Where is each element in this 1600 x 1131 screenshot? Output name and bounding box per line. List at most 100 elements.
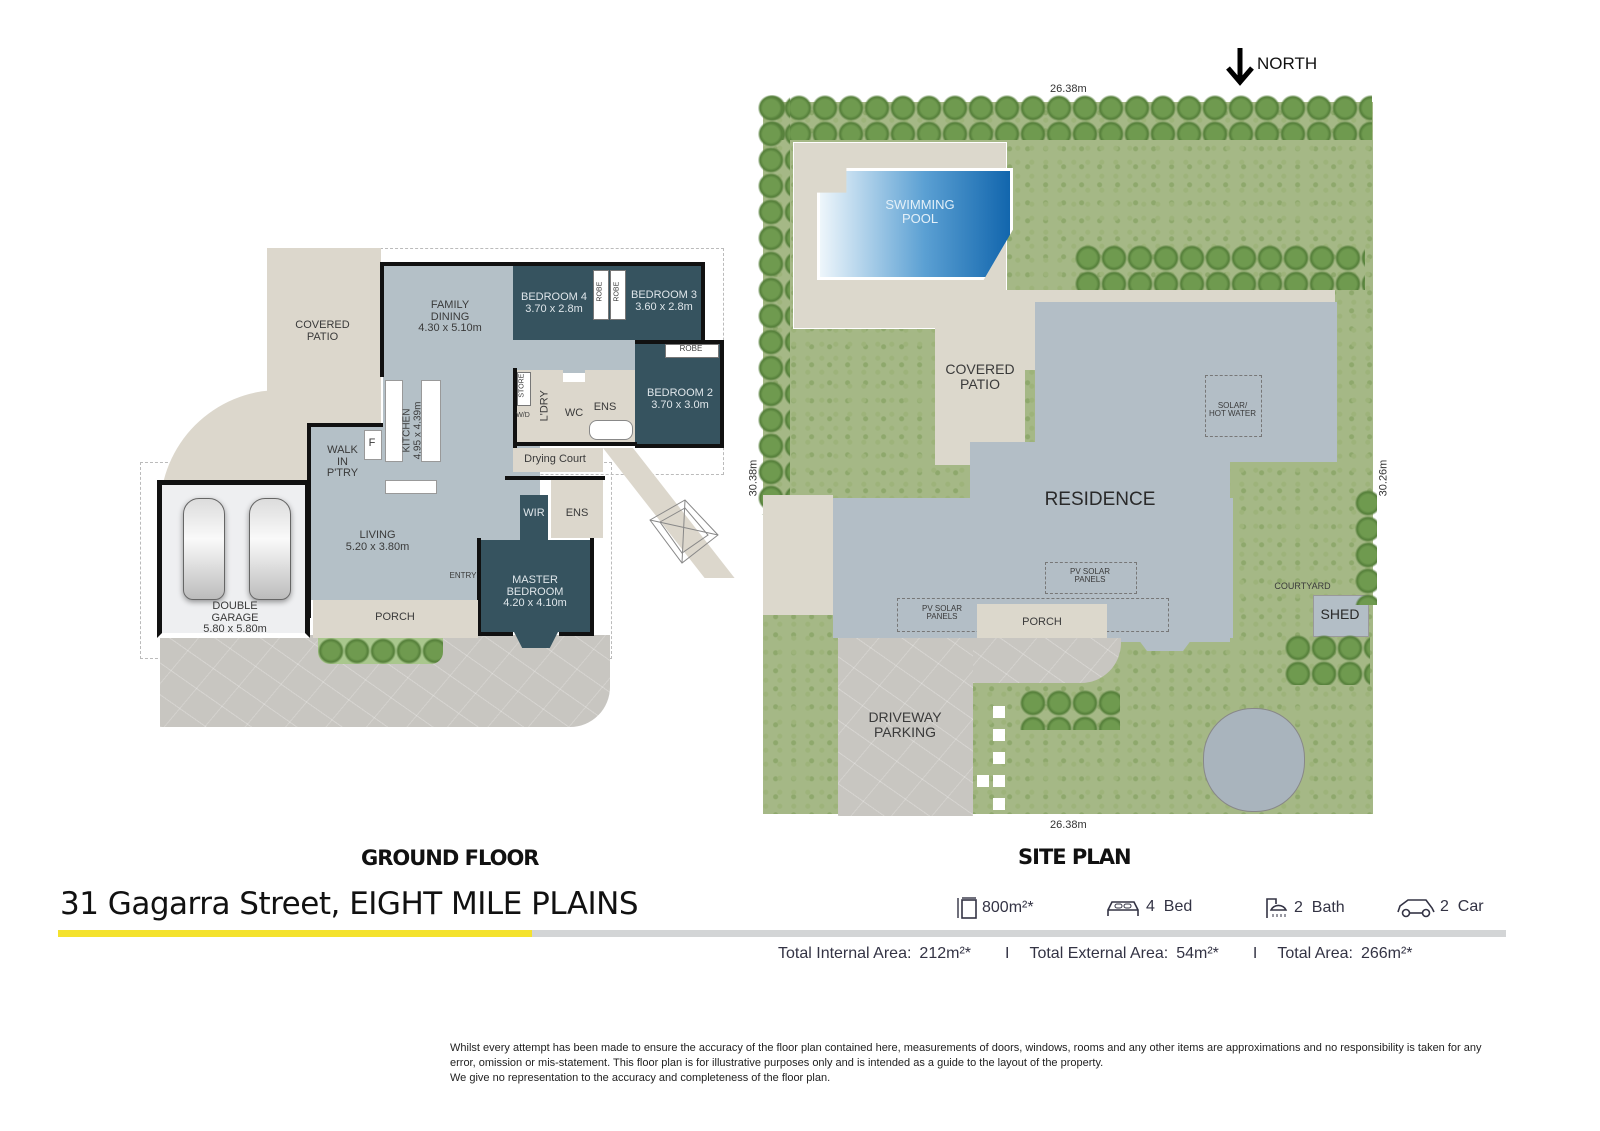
- east-hedge: [1355, 490, 1377, 605]
- solar-hot-water-label-2: HOT WATER: [1209, 409, 1256, 419]
- kitchen-size: 4.95 x 4.39m: [412, 401, 423, 460]
- land-size-icon: [957, 897, 977, 919]
- divider-accent: [58, 930, 532, 937]
- pergola-outline: [649, 499, 719, 564]
- separator-1: I: [1005, 945, 1010, 962]
- shed-hedge: [1285, 635, 1370, 685]
- living: [310, 495, 500, 600]
- internal-area-label: Total Internal Area:: [778, 945, 912, 962]
- dim-top: 26.38m: [1050, 83, 1087, 95]
- ground-floor-heading: GROUND FLOOR: [361, 846, 539, 870]
- kitchen-label: KITCHEN: [401, 408, 413, 453]
- internal-area-value: 212m²*: [919, 945, 971, 962]
- stepping-stone: [993, 706, 1005, 718]
- stepping-stone: [993, 775, 1005, 787]
- master-bedroom-label: MASTER: [512, 574, 558, 586]
- solar-hot-water: [1205, 375, 1262, 437]
- car-icon-2: [249, 498, 291, 600]
- site-covered-patio-label-2: PATIO: [960, 375, 1000, 392]
- master-bedroom: [480, 540, 590, 632]
- drying-court-label: Drying Court: [524, 453, 586, 465]
- robe-b2-label: ROBE: [679, 344, 703, 353]
- courtyard-label: COURTYARD: [1274, 581, 1331, 591]
- feature-bed: 4 Bed: [1106, 896, 1192, 918]
- hedge-top: [760, 95, 1372, 140]
- pv-solar-panels-1: [1045, 562, 1137, 594]
- master-ensuite: [551, 480, 603, 538]
- kitchen-bench-bottom: [385, 480, 437, 494]
- feature-car: 2 Car: [1396, 896, 1484, 918]
- garage-label: DOUBLE: [212, 600, 258, 612]
- bath-icon: [1266, 898, 1288, 918]
- bedroom-4-size: 3.70 x 2.8m: [525, 302, 583, 315]
- site-plan: NORTH 26.38m SWIMMING POOL COVERED PATIO…: [747, 40, 1395, 840]
- pantry-label-1: WALK: [327, 444, 358, 456]
- dim-right: 30.26m: [1377, 459, 1390, 497]
- living-size: 5.20 x 3.80m: [345, 540, 410, 553]
- pantry-label-2: IN: [337, 455, 348, 468]
- central-hall: [505, 335, 640, 373]
- bedroom-4-label: BEDROOM 4: [520, 291, 587, 303]
- fridge-label: F: [368, 437, 376, 449]
- disclaimer: Whilst every attempt has been made to en…: [450, 1041, 1530, 1086]
- pv-label-2b: PANELS: [926, 612, 958, 622]
- feature-land: 800m²*: [956, 896, 1034, 920]
- pv-label-2: PV SOLAR: [921, 604, 962, 613]
- bedroom-3-label: BEDROOM 3: [630, 289, 697, 301]
- north-arrow: [1225, 46, 1255, 91]
- stepping-stone: [993, 752, 1005, 764]
- family-dining-label: FAMILY: [430, 299, 470, 311]
- garage-size: 5.80 x 5.80m: [203, 623, 267, 636]
- external-area-value: 54m²*: [1176, 945, 1219, 962]
- north-arrow-icon: [1226, 48, 1254, 86]
- pool-label: SWIMMING: [885, 197, 955, 212]
- residence-roof-bay: [1135, 635, 1195, 651]
- car-icon: [1397, 899, 1435, 918]
- site-porch-label: PORCH: [1022, 616, 1062, 628]
- north-label: NORTH: [1257, 54, 1318, 73]
- master-bedroom-size: 4.20 x 4.10m: [503, 597, 567, 610]
- porch: [313, 600, 478, 638]
- stepping-stone: [993, 798, 1005, 810]
- property-address: 31 Gagarra Street, EIGHT MILE PLAINS: [60, 886, 639, 922]
- family-dining-label-2: DINING: [430, 310, 470, 323]
- master-ens-label: ENS: [565, 507, 589, 519]
- porch-label: PORCH: [375, 611, 415, 623]
- car-value: 2 Car: [1440, 898, 1484, 915]
- ground-floor-plan: COVERED PATIO FAMILY DINING 4.30 x 5.10m…: [135, 240, 735, 740]
- bathtub: [589, 420, 633, 440]
- residence-label: RESIDENCE: [1044, 489, 1156, 510]
- garage-label-2: GARAGE: [211, 611, 259, 624]
- robe-b3: [610, 270, 626, 320]
- total-area-label: Total Area:: [1277, 945, 1353, 962]
- robe-b3-label: ROBE: [613, 281, 621, 302]
- pv-label-1: PV SOLAR: [1069, 567, 1110, 576]
- land-size-value: 800m²*: [982, 899, 1034, 916]
- wc: [563, 382, 585, 442]
- bed-icon: [1107, 901, 1139, 916]
- pv-label-1b: PANELS: [1074, 575, 1106, 585]
- dim-left: 30.38m: [747, 459, 760, 497]
- swimming-pool: [817, 168, 1013, 280]
- residence-roof: [1035, 302, 1337, 462]
- site-covered-patio: [935, 290, 1025, 465]
- site-porch: [977, 604, 1107, 638]
- kitchen-bench: [385, 380, 403, 462]
- kitchen: [383, 380, 503, 495]
- dim-bottom: 26.38m: [1050, 819, 1087, 831]
- drying-court: [513, 448, 603, 472]
- site-covered-patio-label: COVERED: [945, 361, 1015, 377]
- master-bay-window: [513, 630, 559, 648]
- wir-label: WIR: [523, 507, 545, 519]
- walk-in-robe: [520, 495, 548, 540]
- total-area-value: 266m²*: [1360, 945, 1413, 962]
- driveway-label-2: PARKING: [874, 723, 936, 740]
- kitchen-island: [421, 380, 441, 462]
- store: [517, 372, 531, 406]
- car-icon-1: [183, 498, 225, 600]
- front-hedge: [1020, 690, 1120, 730]
- separator-2: I: [1252, 945, 1258, 962]
- ldry-label: L'DRY: [538, 390, 551, 422]
- solar-hot-water-label: SOLAR/: [1217, 401, 1248, 410]
- pantry-label-3: P'TRY: [326, 467, 359, 480]
